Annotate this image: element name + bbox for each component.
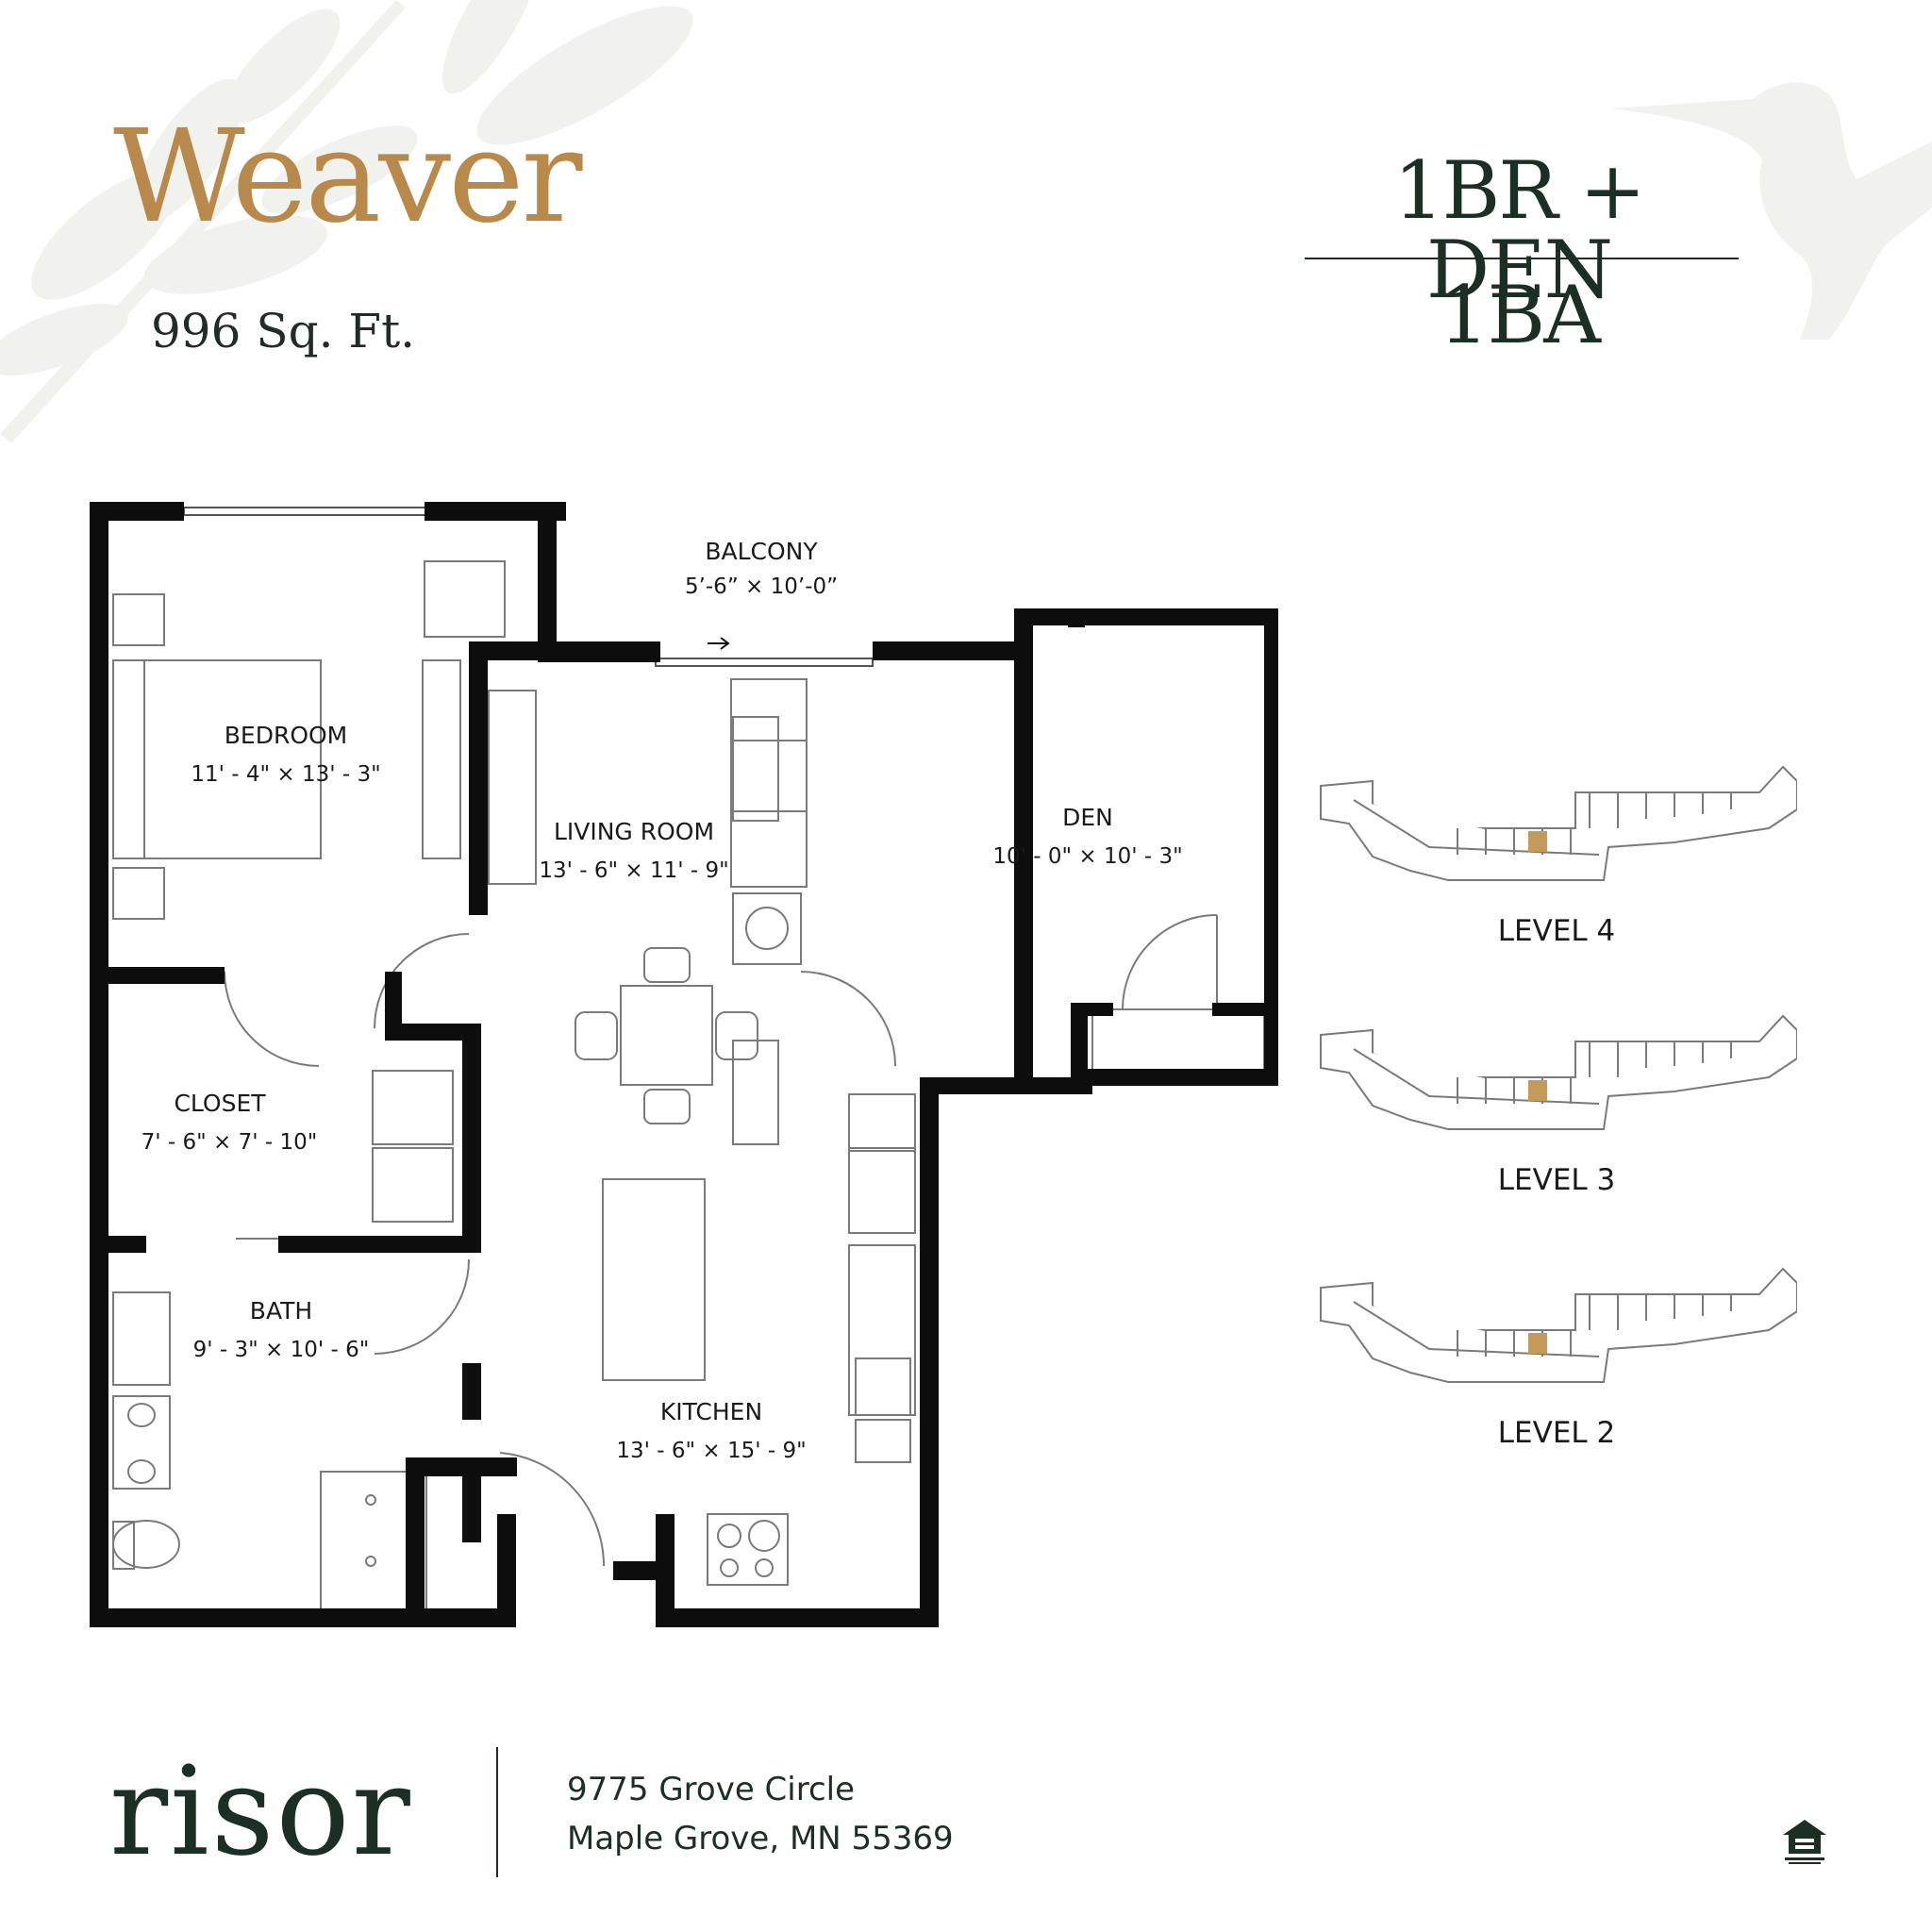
room-dims-living-room: 13' - 6" × 11' - 9" — [539, 858, 728, 883]
door-swing-den-closet — [1122, 914, 1218, 1010]
room-name-den: DEN — [1062, 804, 1113, 831]
room-dims-bath: 9' - 3" × 10' - 6" — [193, 1338, 370, 1362]
vanity — [112, 1291, 171, 1386]
room-name-bath: BATH — [250, 1297, 312, 1324]
room-dims-den: 10' - 0" × 10' - 3" — [992, 844, 1182, 869]
door-swing-bath — [374, 1258, 470, 1355]
coffee-table — [732, 1040, 779, 1145]
room-dims-closet: 7' - 6" × 7' - 10" — [142, 1130, 318, 1155]
patio-chair-seat — [424, 560, 506, 638]
floor-plan: BALCONY 5’-6” × 10’-0” BEDROOM 11' - 4" … — [90, 502, 1278, 1627]
door-swing-entry — [499, 1452, 606, 1567]
room-name-living-room: LIVING ROOM — [554, 818, 714, 845]
unit-highlight — [1528, 831, 1547, 852]
sink-basin — [127, 1459, 156, 1484]
level-key-plan: LEVEL 3 — [1316, 983, 1797, 1197]
hummingbird-decoration — [1611, 82, 1932, 340]
washer-dryer — [732, 892, 802, 965]
address-city: Maple Grove, MN 55369 — [567, 1820, 954, 1857]
level-key-plan: LEVEL 4 — [1316, 734, 1797, 948]
sink-basin — [127, 1403, 156, 1427]
dresser — [422, 659, 461, 859]
unit-divider-line — [1305, 258, 1739, 259]
door-swing-bedroom — [374, 933, 470, 1029]
room-dims-bedroom: 11' - 4" × 13' - 3" — [191, 762, 380, 787]
nightstand — [112, 867, 165, 920]
dining-chair — [715, 1011, 758, 1060]
toilet-tank — [112, 1521, 135, 1570]
room-name-closet: CLOSET — [174, 1090, 266, 1117]
ottoman — [732, 716, 779, 822]
bedroom-count: 1BR + DEN — [1393, 144, 1646, 316]
plan-name-title: Weaver — [113, 103, 583, 252]
footer-divider — [496, 1747, 498, 1877]
bed-headboard — [112, 659, 145, 859]
dining-chair — [575, 1011, 618, 1060]
vanity — [112, 1395, 171, 1490]
refrigerator — [848, 1147, 916, 1234]
risor-logo: risor — [109, 1740, 412, 1883]
building-outline — [1320, 765, 1797, 881]
furniture-layer — [112, 507, 1265, 1624]
leaf-branch-decoration — [0, 0, 693, 443]
building-outline — [1320, 1267, 1797, 1383]
pantry — [848, 1093, 916, 1152]
window — [655, 658, 874, 667]
door-swing-closet — [224, 971, 320, 1067]
unit-highlight — [1528, 1080, 1547, 1101]
dining-chair — [643, 1089, 691, 1124]
level-label: LEVEL 2 — [1497, 1416, 1616, 1450]
closet-shelf — [372, 1147, 454, 1223]
room-name-bedroom: BEDROOM — [225, 722, 348, 749]
toilet — [112, 1520, 180, 1569]
window — [183, 507, 433, 516]
patio-chair — [424, 560, 506, 638]
sofa — [730, 678, 808, 888]
room-labels: BALCONY 5’-6” × 10’-0” BEDROOM 11' - 4" … — [142, 538, 1183, 1463]
closet-shelf — [372, 1070, 454, 1145]
door-swing-den — [800, 971, 896, 1067]
stove — [707, 1513, 789, 1586]
room-name-balcony: BALCONY — [705, 538, 818, 565]
nightstand — [112, 593, 165, 646]
bathroom-count: 1BA — [1439, 269, 1601, 361]
sink — [855, 1357, 911, 1416]
address-street: 9775 Grove Circle — [567, 1771, 856, 1808]
room-name-kitchen: KITCHEN — [660, 1398, 762, 1425]
building-outline — [1320, 1014, 1797, 1130]
sliding-door-arrow — [708, 637, 730, 650]
level-label: LEVEL 4 — [1497, 914, 1616, 948]
square-footage: 996 Sq. Ft. — [151, 304, 416, 358]
walls — [90, 502, 1278, 1627]
room-dims-balcony: 5’-6” × 10’-0” — [685, 575, 838, 599]
tv-console — [488, 690, 537, 885]
level-label: LEVEL 3 — [1497, 1163, 1616, 1197]
unit-highlight — [1528, 1333, 1547, 1354]
shower-head — [365, 1494, 376, 1506]
dining-table — [620, 985, 713, 1086]
level-key-plan: LEVEL 2 — [1316, 1236, 1797, 1450]
room-dims-kitchen: 13' - 6" × 15' - 9" — [616, 1439, 806, 1463]
dining-chair — [643, 947, 691, 983]
equal-housing-opportunity-icon — [1783, 1820, 1826, 1864]
dishwasher — [855, 1419, 911, 1463]
washer-drum — [745, 907, 789, 950]
counter — [848, 1244, 916, 1416]
shower-drain — [365, 1556, 376, 1567]
kitchen-island — [602, 1178, 706, 1381]
